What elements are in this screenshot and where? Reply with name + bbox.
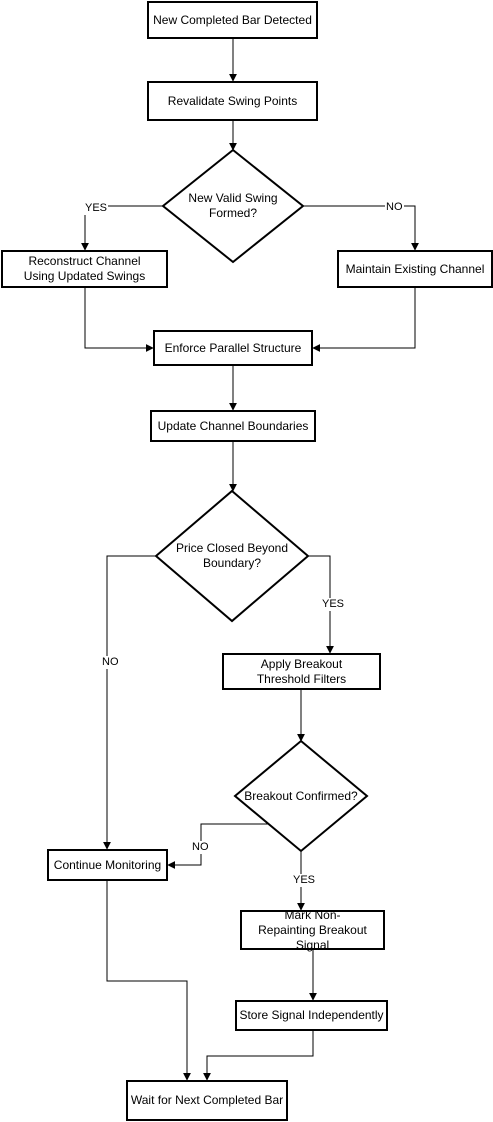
edge-label-breakout-no: NO [191,841,210,854]
edge-price-no [103,555,156,850]
edge-breakout-no [167,823,268,869]
node-update: Update Channel Boundaries [150,410,316,442]
node-maintain: Maintain Existing Channel [337,250,493,288]
node-reconstruct: Reconstruct Channel Using Updated Swings [1,250,168,288]
node-enforce: Enforce Parallel Structure [153,330,313,366]
node-continue-monitoring: Continue Monitoring [47,849,168,881]
diamond-new-swing [161,148,305,264]
node-wait-next: Wait for Next Completed Bar [126,1080,288,1121]
node-revalidate: Revalidate Swing Points [147,81,318,121]
edge-price-yes [308,555,334,654]
edge-store-wait [203,1031,314,1081]
edge-label-swing-no: NO [385,201,404,214]
node-mark-signal: Mark Non-Repainting Breakout Signal [240,908,385,952]
edge-maintain-enforce [312,288,416,352]
decision-new-swing-label: New Valid Swing Formed? [188,191,278,220]
edge-label-price-no: NO [101,656,120,669]
edge-label-breakout-yes: YES [292,874,317,887]
diamond-price-closed [154,489,310,623]
node-apply-filters: Apply Breakout Threshold Filters [222,653,381,690]
edge-swing-no [303,205,419,251]
edge-continue-wait [106,881,191,1081]
node-new-bar: New Completed Bar Detected [147,1,318,39]
edge-label-price-yes: YES [321,598,346,611]
edge-reconstruct-enforce [84,288,154,352]
edge-label-swing-yes: YES [84,202,109,215]
decision-breakout-label: Breakout Confirmed? [244,788,358,803]
decision-price-closed-label: Price Closed Beyond Boundary? [175,541,289,570]
node-store-signal: Store Signal Independently [235,1000,388,1031]
